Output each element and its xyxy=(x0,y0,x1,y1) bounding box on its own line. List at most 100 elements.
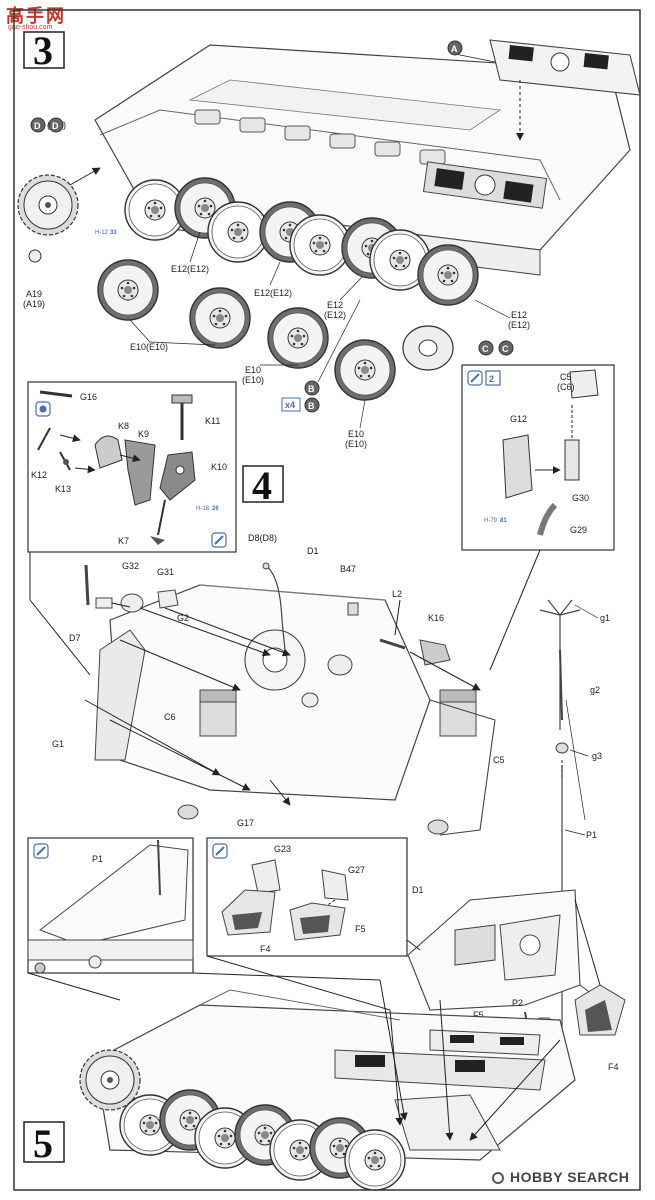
label-g2: g2 xyxy=(590,685,600,695)
wheel-s5-7 xyxy=(344,1129,406,1191)
badge-C-left xyxy=(478,340,494,356)
road-wheel-11 xyxy=(267,307,329,369)
label-P2: P2 xyxy=(512,998,523,1008)
label-D8: D8(D8) xyxy=(248,533,277,543)
badge-D-right xyxy=(48,117,64,133)
label-E10-a: E10(E10) xyxy=(130,342,168,352)
rear-plate-D1-step5 xyxy=(407,889,626,1036)
glue-icon-dot xyxy=(39,405,47,413)
step-4-number: 4 xyxy=(252,463,272,508)
label-C5-b: C5 xyxy=(493,755,505,765)
watermark-logo-bottom: HOBBY SEARCH xyxy=(492,1168,652,1192)
road-wheel-12 xyxy=(334,339,396,401)
label-P1-b: P1 xyxy=(92,854,103,864)
hobbysearch-mark-icon xyxy=(492,1172,504,1184)
badge-A-text: A xyxy=(451,44,458,54)
label-F4-b: F4 xyxy=(608,1062,619,1072)
label-G16: G16 xyxy=(80,392,97,402)
road-wheel-10 xyxy=(189,287,251,349)
ref-h12: H-12 xyxy=(95,230,109,236)
label-F4-a: F4 xyxy=(260,944,271,954)
label-D1-a: D1 xyxy=(307,546,319,556)
label-K12: K12 xyxy=(31,470,47,480)
label-K13: K13 xyxy=(55,484,71,494)
label-K7: K7 xyxy=(118,536,129,546)
label-E12-b: E12(E12) xyxy=(254,288,292,298)
label-A19-paren: (A19) xyxy=(23,299,45,309)
label-E10-b: E10 xyxy=(245,365,261,375)
label-E10-b-paren: (E10) xyxy=(242,375,264,385)
idler-wheel-C xyxy=(402,325,454,371)
road-wheel-3 xyxy=(207,201,269,263)
step-4-group: 4 xyxy=(27,364,615,1040)
badge-D-right-text: D xyxy=(52,121,59,131)
part-L2 xyxy=(379,638,406,650)
badge-A xyxy=(447,40,463,56)
badge-B xyxy=(304,380,320,396)
badge-B-paren xyxy=(304,397,320,413)
arrow-sprocket xyxy=(69,167,101,186)
badge-C-right-text: C xyxy=(502,344,509,354)
label-G2: G2 xyxy=(177,613,189,623)
leader-A xyxy=(454,53,496,63)
badge-C-right xyxy=(498,340,514,356)
page-border xyxy=(13,9,641,1191)
label-F5-b: F5 xyxy=(473,1010,484,1020)
hubcap-A19 xyxy=(28,249,42,263)
leader-g3 xyxy=(569,749,589,757)
label-G32: G32 xyxy=(122,561,139,571)
step-4-box xyxy=(242,465,284,503)
k-parts-drawing xyxy=(35,390,227,548)
road-wheel-8 xyxy=(417,244,479,306)
ref-h12-num: 33 xyxy=(110,230,117,236)
step-5-box xyxy=(23,1121,65,1163)
badge-C-left-text: C xyxy=(482,344,489,354)
label-G23: G23 xyxy=(274,844,291,854)
part-B47 xyxy=(347,602,359,616)
badge-D-left xyxy=(30,117,46,133)
badge-D-left-text: D xyxy=(34,121,41,131)
label-C6: C6 xyxy=(164,712,176,722)
leader-g1 xyxy=(574,604,599,619)
engine-deck-part-A xyxy=(489,39,641,96)
label-G29: G29 xyxy=(570,525,587,535)
badge-B-text: B xyxy=(308,384,315,394)
badge-x2-text: 2 xyxy=(489,374,494,384)
label-D1-b: D1 xyxy=(412,885,424,895)
badge-x4-text: x4 xyxy=(285,400,295,410)
label-E12-d: E12 xyxy=(511,310,527,320)
part-G32 xyxy=(120,593,144,613)
badge-B-paren-text: B xyxy=(308,401,315,411)
label-F5-a: F5 xyxy=(355,924,366,934)
f-parts-drawing xyxy=(221,859,349,941)
step4-arrows xyxy=(29,549,541,806)
step3-leaders xyxy=(129,231,511,429)
label-G30: G30 xyxy=(572,493,589,503)
label-E12-a: E12(E12) xyxy=(171,264,209,274)
step-3-number: 3 xyxy=(33,28,53,73)
label-L2: L2 xyxy=(392,589,402,599)
step-3-group: 3 xyxy=(17,28,641,449)
road-wheel-5 xyxy=(289,214,351,276)
watermark-url-text: gao-shou.com xyxy=(8,24,53,31)
badge-x2 xyxy=(485,370,501,386)
watermark-logo-top: 高手网 gao-shou.com xyxy=(2,2,74,36)
road-wheel-9 xyxy=(97,259,159,321)
label-G12: G12 xyxy=(510,414,527,424)
ref-h18: H-18 xyxy=(196,506,210,512)
label-K16: K16 xyxy=(428,613,444,623)
part-G31 xyxy=(157,589,179,609)
ref-h79-num: 81 xyxy=(500,518,507,524)
p1-detail-drawing xyxy=(27,839,194,974)
label-D7: D7 xyxy=(69,633,81,643)
label-g3: g3 xyxy=(592,751,602,761)
step5-arrows xyxy=(27,899,601,1141)
label-G17: G17 xyxy=(237,818,254,828)
label-K8: K8 xyxy=(118,421,129,431)
label-E10-c: E10 xyxy=(348,429,364,439)
label-G1: G1 xyxy=(52,739,64,749)
label-P1-a: P1 xyxy=(586,830,597,840)
label-K10: K10 xyxy=(211,462,227,472)
